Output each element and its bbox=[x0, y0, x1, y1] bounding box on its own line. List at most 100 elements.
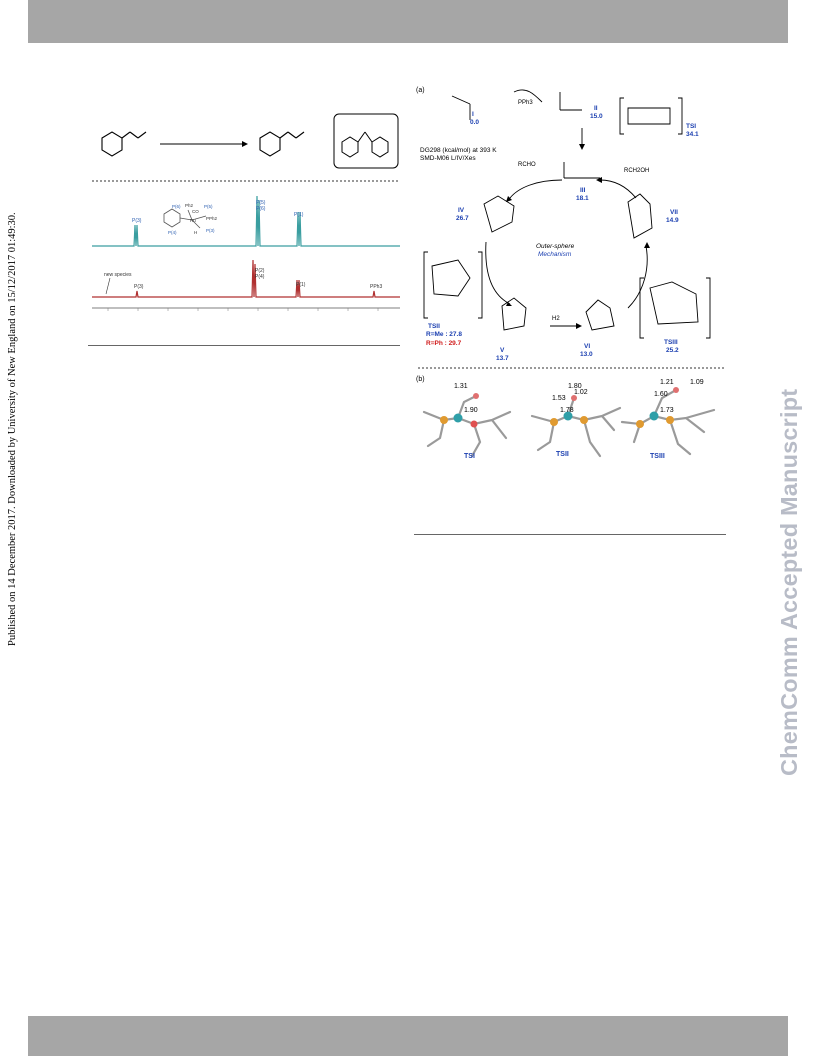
complex-label-p3: P(3) bbox=[206, 228, 215, 233]
nmr-axis-ticks bbox=[107, 308, 379, 311]
tsii-bracket bbox=[423, 251, 483, 319]
mechanism-panel-label: (a) bbox=[416, 87, 425, 94]
tsiii-label: TSIII bbox=[650, 453, 665, 460]
reactant-structure bbox=[101, 131, 147, 157]
species-vi-energy: 13.0 bbox=[580, 351, 593, 358]
fragment-iv bbox=[483, 195, 515, 233]
tsii-distance-1: 1.80 bbox=[568, 383, 582, 390]
species-ii-id: II bbox=[594, 105, 598, 112]
fragment-vii bbox=[627, 193, 653, 239]
species-ii-energy: 15.0 bbox=[590, 113, 603, 120]
nmr-label-p5: P(5) bbox=[256, 200, 266, 206]
ligand-structure bbox=[341, 131, 389, 158]
species-tsi-id: TSI bbox=[686, 123, 696, 130]
nmr-label-p1-top: P(1) bbox=[294, 212, 304, 218]
reagent-rcho: RCHO bbox=[518, 162, 536, 168]
species-vii-energy: 14.9 bbox=[666, 217, 679, 224]
header-bar bbox=[28, 0, 788, 43]
tsiii-framework bbox=[620, 388, 716, 456]
fragment-v bbox=[501, 297, 527, 331]
species-labels: I 0.0 II 15.0 TSI 34.1 III 18.1 IV 26.7 … bbox=[428, 105, 699, 362]
footer-bar bbox=[28, 1016, 788, 1056]
nmr-label-p6: P(6) bbox=[256, 206, 266, 212]
complex-label-co: CO bbox=[192, 209, 199, 214]
species-iv-energy: 26.7 bbox=[456, 215, 469, 222]
reagent-pph3: PPh3 bbox=[518, 100, 533, 106]
reagent-rch2oh: RCH2OH bbox=[624, 168, 649, 174]
nmr-spectrum-top bbox=[92, 195, 400, 247]
accepted-manuscript-watermark: ChemComm Accepted Manuscript bbox=[776, 388, 802, 776]
ts-structures: (b) 1.31 1.90 1.80 1.53 1.02 1.78 1.21 1… bbox=[416, 376, 716, 460]
species-tsi-energy: 34.1 bbox=[686, 131, 699, 138]
tsi-bracket bbox=[619, 97, 683, 135]
species-vii-id: VII bbox=[670, 209, 678, 216]
right-figure-rule bbox=[414, 534, 726, 535]
species-i-energy: 0.0 bbox=[470, 119, 479, 126]
species-i-id: I bbox=[472, 111, 474, 118]
nmr-label-new-species: new species bbox=[104, 272, 132, 278]
left-figure: P(1) P(3) P(5) P(6) P(6) Ph2 CO Ru P(5) … bbox=[92, 113, 400, 311]
complex-label-ph2: Ph2 bbox=[185, 203, 194, 208]
species-iii-id: III bbox=[580, 187, 586, 194]
cycle-arrow-vi-to-vii bbox=[627, 245, 648, 309]
reagent-h2: H2 bbox=[552, 316, 560, 322]
nmr-label-p4: P(4) bbox=[255, 274, 265, 280]
reaction-arrow-head bbox=[242, 141, 248, 147]
complex-label-p6: P(6) bbox=[172, 204, 181, 209]
nmr-label-p1-bottom: P(1) bbox=[296, 282, 306, 288]
cycle-arrow-iv-to-v bbox=[485, 241, 511, 305]
tsii-ph-energy: R=Ph : 29.7 bbox=[426, 340, 462, 347]
tsii-label: TSII bbox=[556, 451, 569, 458]
tsiii-distance-2: 1.09 bbox=[690, 379, 704, 386]
cycle-arrow-iii-to-iv bbox=[509, 179, 563, 199]
tsiii-ring bbox=[649, 281, 699, 325]
complex-label-ru: Ru bbox=[190, 218, 196, 223]
tsi-label: TSI bbox=[464, 453, 475, 460]
tsiii-distance-4: 1.73 bbox=[660, 407, 674, 414]
mechanism-scheme: (a) DG298 (kcal/mol) at 393 K SMD-M06 L/… bbox=[416, 87, 726, 369]
complex-label-p5: P(5) bbox=[204, 204, 213, 209]
tsiii-bracket bbox=[639, 277, 711, 339]
publication-note: Published on 14 December 2017. Downloade… bbox=[7, 212, 18, 646]
nmr-label-p3-top: P(3) bbox=[132, 218, 142, 224]
product-structure bbox=[259, 131, 305, 157]
tsiii-distance-1: 1.21 bbox=[660, 379, 674, 386]
nmr-label-pph3: PPh3 bbox=[370, 284, 382, 290]
tsii-distance-4: 1.78 bbox=[560, 407, 574, 414]
tsi-ring bbox=[627, 107, 671, 125]
ligand-box bbox=[333, 113, 399, 169]
tsi-framework bbox=[422, 394, 512, 458]
complex-label-pph2: PPh2 bbox=[206, 216, 218, 221]
complex-label-p4: P(4) bbox=[168, 230, 177, 235]
species-tsiii-id: TSIII bbox=[664, 339, 678, 346]
cycle-arrow-vii-to-iii bbox=[599, 179, 637, 199]
ruthenium-complex-sketch bbox=[163, 208, 207, 229]
species-iii-energy: 18.1 bbox=[576, 195, 589, 202]
species-tsii-id: TSII bbox=[428, 323, 440, 330]
nmr-label-p3-bottom: P(3) bbox=[134, 284, 144, 290]
tsii-distance-3: 1.02 bbox=[574, 389, 588, 396]
tsii-distance-2: 1.53 bbox=[552, 395, 566, 402]
species-iv-id: IV bbox=[458, 207, 465, 214]
tsiii-distance-3: 1.60 bbox=[654, 391, 668, 398]
conditions-line-1: DG298 (kcal/mol) at 393 K bbox=[420, 147, 497, 154]
new-species-pointer bbox=[105, 277, 111, 295]
nmr-spectrum-bottom bbox=[92, 259, 400, 298]
arrow-i-to-ii bbox=[513, 89, 543, 103]
mechanism-center-line-2: Mechanism bbox=[538, 251, 572, 258]
left-figure-rule bbox=[88, 345, 400, 346]
tsi-distance-1: 1.31 bbox=[454, 383, 468, 390]
mechanism-center-line-1: Outer-sphere bbox=[536, 243, 575, 250]
species-v-id: V bbox=[500, 347, 505, 354]
tsi-distance-2: 1.90 bbox=[464, 407, 478, 414]
tsii-ring bbox=[431, 259, 471, 297]
complex-label-h: H bbox=[194, 230, 197, 235]
nmr-label-p2: P(2) bbox=[255, 268, 265, 274]
fragment-vi bbox=[585, 299, 615, 331]
species-tsiii-energy: 25.2 bbox=[666, 347, 679, 354]
fragment-i bbox=[451, 95, 471, 105]
conditions-line-2: SMD-M06 L/IV/Xes bbox=[420, 155, 476, 162]
species-vi-id: VI bbox=[584, 343, 590, 350]
species-v-energy: 13.7 bbox=[496, 355, 509, 362]
tsii-framework bbox=[530, 396, 622, 458]
